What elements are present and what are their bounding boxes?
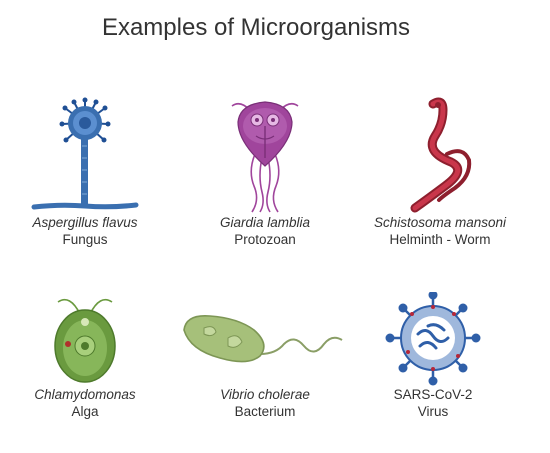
bacterium-icon <box>183 314 343 363</box>
organism-card-sars-cov-2: SARS-CoV-2 Virus <box>348 292 518 420</box>
alga-icon <box>54 298 116 383</box>
organism-card-aspergillus: Aspergillus flavus Fungus <box>0 96 170 248</box>
organism-card-vibrio: Vibrio cholerae Bacterium <box>180 292 350 420</box>
organism-name: Giardia lamblia <box>219 215 311 230</box>
page-title: Examples of Microorganisms <box>101 14 411 41</box>
organism-type: Helminth - Worm <box>389 232 491 247</box>
organism-name: Schistosoma mansoni <box>373 215 507 230</box>
protozoan-icon <box>231 101 299 213</box>
virus-icon <box>385 292 481 386</box>
organism-type: Bacterium <box>234 404 296 419</box>
organism-card-schistosoma: Schistosoma mansoni Helminth - Worm <box>355 96 525 248</box>
organism-type: Fungus <box>62 232 108 247</box>
organism-type: Alga <box>71 404 99 419</box>
organism-type: Virus <box>417 404 449 419</box>
worm-icon <box>410 97 472 213</box>
organism-name: Chlamydomonas <box>34 387 136 402</box>
organism-type: Protozoan <box>234 232 296 247</box>
organism-name: Vibrio cholerae <box>220 387 310 402</box>
fungus-icon <box>31 97 139 210</box>
organism-name: Aspergillus flavus <box>32 215 138 230</box>
organism-name: SARS-CoV-2 <box>393 387 473 402</box>
organism-card-chlamydomonas: Chlamydomonas Alga <box>0 292 170 420</box>
organism-card-giardia: Giardia lamblia Protozoan <box>180 96 350 248</box>
